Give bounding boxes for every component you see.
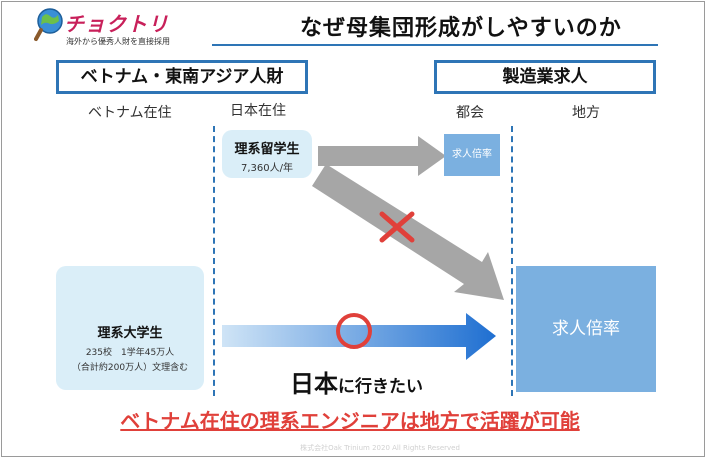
- science-students-abroad-box: 理系留学生 7,360人/年: [222, 130, 312, 178]
- city-job-ratio-box: 求人倍率: [444, 134, 500, 176]
- vietnam-talent-header: ベトナム・東南アジア人財: [56, 60, 308, 94]
- students-abroad-count: 7,360人/年: [241, 163, 293, 174]
- manufacturing-jobs-header: 製造業求人: [434, 60, 656, 94]
- arrow-to-city: [318, 136, 446, 176]
- title-underline: [212, 44, 658, 46]
- university-title: 理系大学生: [97, 326, 163, 341]
- japan-wish-big: 日本: [290, 370, 338, 398]
- vietnam-resident-label: ベトナム在住: [88, 105, 172, 121]
- japan-wish-text: 日本に行きたい: [290, 364, 423, 399]
- divider-dashed-right: [511, 126, 513, 396]
- science-university-box: 理系大学生 235校 1学年45万人 （合計約200万人）文理含む: [56, 266, 204, 390]
- logo-name: チョクトリ: [64, 12, 169, 36]
- arrow-to-rural: [312, 164, 504, 300]
- rural-label: 地方: [572, 105, 600, 121]
- university-line-2: （合計約200万人）文理含む: [71, 363, 189, 373]
- circle-ok-icon: [336, 313, 372, 349]
- city-label: 都会: [456, 105, 484, 121]
- divider-dashed-left: [213, 126, 215, 396]
- copyright-text: 株式会社Oak Trinium 2020 All Rights Reserved: [300, 444, 460, 452]
- logo-tagline: 海外から優秀人財を直接採用: [66, 37, 170, 46]
- japan-wish-rest: に行きたい: [338, 377, 423, 397]
- conclusion-message: ベトナム在住の理系エンジニアは地方で活躍が可能: [120, 409, 580, 433]
- rural-job-ratio-box: 求人倍率: [516, 266, 656, 392]
- globe-magnifier-logo-icon: [34, 8, 63, 41]
- cross-icon: [379, 211, 415, 243]
- page-title: なぜ母集団形成がしやすいのか: [300, 16, 622, 41]
- japan-resident-label: 日本在住: [230, 103, 286, 119]
- university-line-1: 235校 1学年45万人: [85, 348, 175, 358]
- arrow-japan-wish: [222, 313, 496, 360]
- students-abroad-title: 理系留学生: [234, 142, 300, 157]
